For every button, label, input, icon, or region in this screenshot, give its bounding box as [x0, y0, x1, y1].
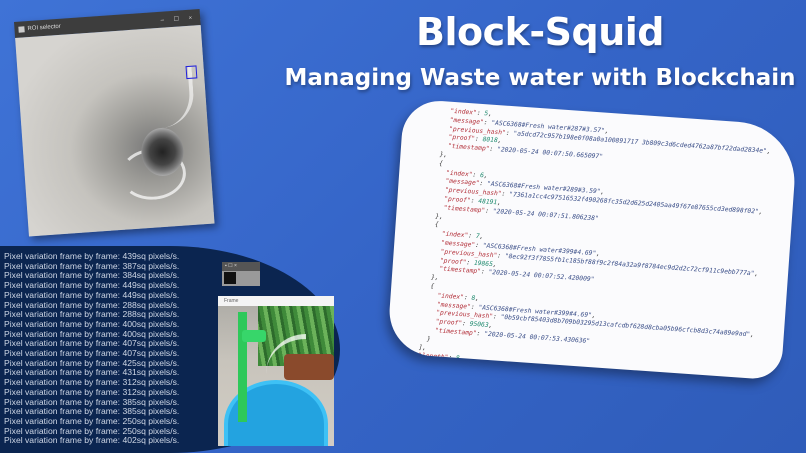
terminal-line: Pixel variation frame by frame: 288sq pi…: [4, 309, 180, 320]
camera-window-title: ROI selector: [27, 23, 61, 33]
terminal-line: Pixel variation frame by frame: 387sq pi…: [4, 260, 180, 271]
json-index: 6: [479, 171, 485, 179]
json-timestamp: "2020-05-24 00:07:52.420009": [488, 269, 595, 284]
json-index: 7: [475, 233, 480, 241]
bucket-photo: [218, 306, 334, 446]
terminal-line: Pixel variation frame by frame: 449sq pi…: [4, 280, 180, 291]
drain-photo: [15, 24, 215, 237]
slide-title: Block-Squid: [415, 10, 665, 54]
slide-subtitle: Managing Waste water with Blockchain: [284, 65, 796, 91]
frame-window: Frame: [218, 296, 334, 446]
terminal-line: Pixel variation frame by frame: 431sq pi…: [4, 367, 180, 378]
json-index: 5: [484, 110, 489, 118]
terminal-line: Pixel variation frame by frame: 407sq pi…: [4, 348, 180, 359]
terminal-line: Pixel variation frame by frame: 250sq pi…: [4, 425, 180, 436]
json-proof: 19865: [473, 259, 494, 268]
pipe-outlet: [242, 330, 266, 342]
blockchain-json: "index": 5, "message": "ASC6368#Fresh wa…: [410, 107, 771, 363]
mask-window: ▪ ☐ ×: [222, 262, 260, 286]
roi-box: [185, 65, 198, 80]
terminal-line: Pixel variation frame by frame: 402sq pi…: [4, 435, 180, 446]
terminal-line: Pixel variation frame by frame: 288sq pi…: [4, 299, 180, 310]
terminal-line: Pixel variation frame by frame: 312sq pi…: [4, 377, 180, 388]
terminal-line: Pixel variation frame by frame: 400sq pi…: [4, 328, 180, 339]
frame-window-title: Frame: [218, 296, 334, 306]
terminal-line: Pixel variation frame by frame: 385sq pi…: [4, 396, 180, 407]
mask-preview: [224, 272, 236, 284]
terminal-line: Pixel variation frame by frame: 449sq pi…: [4, 289, 180, 300]
json-index: 8: [471, 294, 476, 302]
json-proof: 8018: [482, 136, 498, 145]
terminal-line: Pixel variation frame by frame: 384sq pi…: [4, 270, 180, 281]
terminal-line: Pixel variation frame by frame: 407sq pi…: [4, 338, 180, 349]
terminal-line: Pixel variation frame by frame: 425sq pi…: [4, 357, 180, 368]
terminal-line: Pixel variation frame by frame: 312sq pi…: [4, 386, 180, 397]
blockchain-json-card: "index": 5, "message": "ASC6368#Fresh wa…: [386, 98, 799, 381]
camera-window: ROI selector – ☐ ×: [14, 9, 215, 237]
json-proof: 48191: [478, 197, 498, 207]
terminal-line: Pixel variation frame by frame: 385sq pi…: [4, 406, 180, 417]
terminal-line: Pixel variation frame by frame: 400sq pi…: [4, 318, 180, 329]
terminal-output: Pixel variation frame by frame: 439sq pi…: [4, 251, 180, 446]
terminal-line: Pixel variation frame by frame: 250sq pi…: [4, 415, 180, 426]
green-pipe: [238, 312, 247, 422]
terminal-line: Pixel variation frame by frame: 439sq pi…: [4, 251, 180, 261]
json-timestamp: "2020-05-24 00:07:51.806238": [492, 207, 599, 223]
window-controls[interactable]: – ☐ ×: [160, 14, 197, 24]
json-timestamp: "2020-05-24 00:07:53.430636": [483, 330, 591, 345]
json-proof: 95063: [469, 320, 489, 330]
json-length: 8: [455, 355, 460, 363]
app-icon: [18, 26, 25, 33]
json-timestamp: "2020-05-24 00:07:50.665097": [496, 146, 604, 161]
mask-window-titlebar: ▪ ☐ ×: [222, 262, 260, 271]
